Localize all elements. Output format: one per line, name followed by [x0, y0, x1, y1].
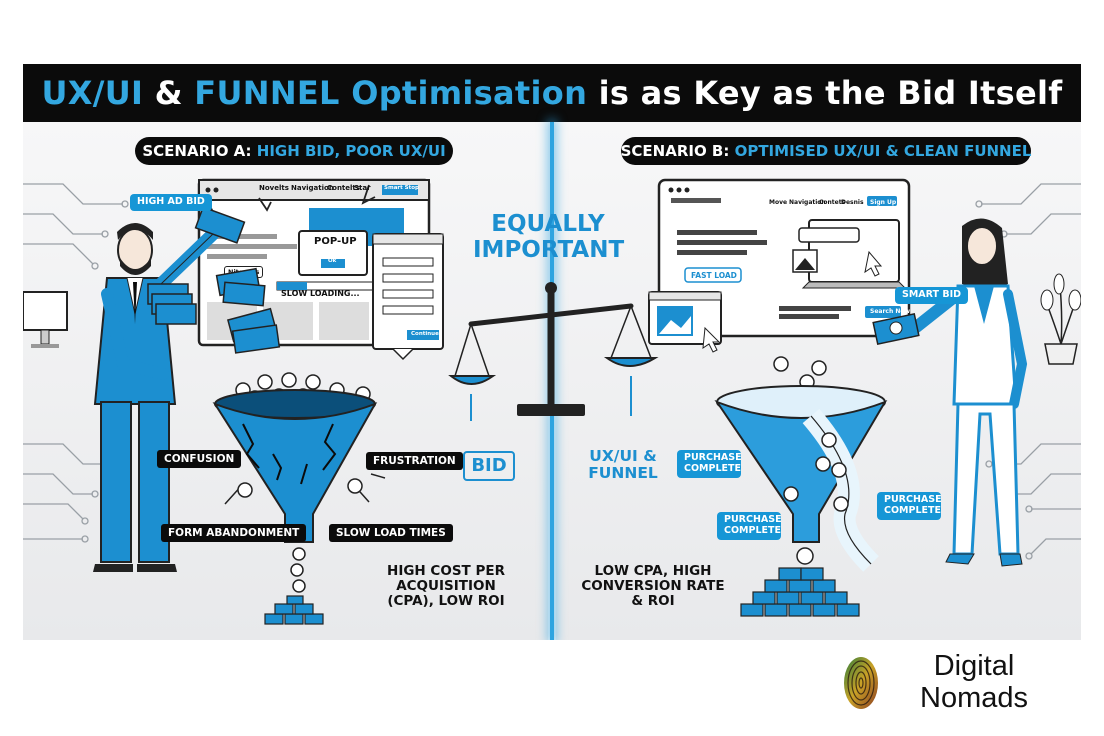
infographic-canvas: UX/UI & FUNNEL Optimisation is as Key as… — [23, 64, 1081, 640]
browser-b-signup-button: Sign Up — [870, 199, 897, 206]
scenario-a-highlight: HIGH BID, POOR UX/UI — [256, 142, 446, 160]
small-image-window — [648, 291, 722, 353]
high-ad-bid-callout: HIGH AD BID — [130, 194, 212, 211]
clean-funnel-illustration — [714, 356, 888, 572]
smart-bid-callout: SMART BID — [895, 287, 968, 304]
title-part-uxui: UX/UI — [41, 74, 144, 112]
potted-plant-icon — [1040, 273, 1081, 365]
scenario-b-highlight: OPTIMISED UX/UI & CLEAN FUNNEL — [734, 142, 1032, 160]
popup-title: POP-UP — [314, 236, 357, 247]
browser-tab-contelts: Contelts — [327, 184, 360, 192]
popup-window — [298, 230, 368, 276]
scenario-b-prefix: SCENARIO B: — [620, 142, 735, 160]
cash-in-hand — [872, 312, 920, 346]
left-pan-label-bid: BID — [463, 451, 515, 481]
form-continue-button: Continue — [411, 331, 439, 337]
brand-line-2: Nomads — [920, 682, 1028, 714]
pain-point-confusion: CONFUSION — [157, 450, 242, 468]
businessman-high-bid — [93, 223, 220, 572]
circuit-decoration-left — [23, 183, 129, 543]
browser-b-tab-move: Move — [769, 199, 788, 206]
title-banner: UX/UI & FUNNEL Optimisation is as Key as… — [23, 64, 1081, 122]
scenario-a-prefix: SCENARIO A: — [142, 142, 257, 160]
scenario-a-label: SCENARIO A: HIGH BID, POOR UX/UI — [135, 137, 453, 165]
businesswoman-smart-bid — [904, 218, 1028, 567]
slow-loading-text: SLOW LOADING... — [281, 289, 360, 298]
purchase-complete-label-3: PURCHASE COMPLETE — [717, 512, 782, 540]
scenario-b-label: SCENARIO B: OPTIMISED UX/UI & CLEAN FUNN… — [621, 137, 1031, 165]
browser-tab-novelts: Novelts — [259, 184, 289, 192]
pain-point-slow-load-times: SLOW LOAD TIMES — [329, 524, 453, 542]
fast-load-label: FAST LOAD — [691, 271, 737, 280]
title-part-funnel: FUNNEL Optimisation — [194, 74, 588, 112]
browser-tab-navigation: Navigation — [291, 184, 334, 192]
purchase-complete-label-1: PURCHASE COMPLETE — [677, 450, 742, 478]
pain-point-frustration: FRUSTRATION — [366, 452, 463, 470]
form-panel — [372, 233, 444, 361]
popup-ok-button: Ok — [328, 258, 337, 264]
broken-funnel-illustration — [210, 372, 386, 593]
title-part-rest: is as Key as the Bid Itself — [587, 74, 1063, 112]
search-now-button: Search Now — [870, 308, 911, 315]
brand-line-1: Digital — [933, 650, 1015, 682]
browser-button-smart-stop: Smart Stop — [384, 185, 419, 191]
right-pan-label-uxui-funnel: UX/UI & FUNNEL — [588, 447, 658, 483]
browser-b-tab-desnis: Desnis — [841, 199, 864, 206]
office-monitor-icon — [23, 291, 68, 348]
equally-important-headline: EQUALLY IMPORTANT — [473, 211, 625, 263]
balance-scale-icon — [448, 282, 659, 421]
optimised-website-illustration — [657, 178, 911, 338]
fingerprint-logo-icon — [844, 657, 878, 709]
scenario-a-result: HIGH COST PER ACQUISITION (CPA), LOW ROI — [387, 563, 505, 610]
browser-b-tab-navigation: Navigation — [789, 199, 826, 206]
browser-tab-star: Star — [354, 184, 371, 192]
circuit-decoration-right — [975, 183, 1081, 560]
small-cash-pile — [264, 595, 324, 625]
title-part-amp: & — [143, 74, 195, 112]
brand-wordmark: Digital Nomads — [920, 650, 1028, 714]
large-cash-pile — [740, 567, 860, 617]
scenario-b-result: LOW CPA, HIGH CONVERSION RATE & ROI — [581, 563, 725, 610]
purchase-complete-label-2: PURCHASE COMPLETE — [877, 492, 942, 520]
browser-b-tab-contets: Contets — [819, 199, 846, 206]
pain-point-form-abandonment: FORM ABANDONMENT — [161, 524, 307, 542]
person-icon-bottom — [796, 547, 814, 565]
cash-stacks-left — [147, 206, 281, 354]
